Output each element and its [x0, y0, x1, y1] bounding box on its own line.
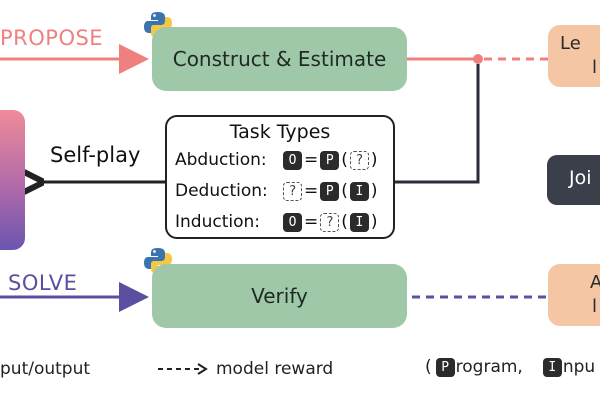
propose-label: PROPOSE [0, 26, 104, 50]
input-key: I [349, 181, 369, 201]
open-paren: ( [341, 212, 348, 232]
learnability-reward-label-line2: l [592, 57, 598, 78]
legend-open-paren: ( [425, 357, 432, 377]
joint-update-box: Joi [547, 155, 600, 205]
legend-input-text: npu [562, 357, 596, 377]
unknown-key: ? [320, 212, 340, 232]
output-key: O [283, 212, 302, 232]
close-paren: ) [370, 181, 378, 201]
accuracy-reward-label-line2: l [592, 296, 598, 317]
learnability-reward-label: Le [560, 33, 581, 54]
equals-sign: = [304, 212, 319, 232]
legend-io-text: put/output [0, 359, 91, 379]
construct-estimate-label: Construct & Estimate [172, 47, 387, 71]
junction-dot [473, 54, 483, 64]
verify-label: Verify [251, 284, 308, 308]
program-key: P [320, 181, 340, 201]
legend-keys: ( P rogram, I npu [425, 357, 595, 377]
accuracy-reward-box: A l [548, 264, 600, 326]
output-key: O [283, 150, 302, 170]
equals-sign: = [304, 150, 319, 170]
accuracy-reward-label: A [590, 272, 600, 293]
unknown-key: ? [349, 150, 369, 170]
close-paren: ) [370, 212, 378, 232]
close-paren: ) [370, 150, 378, 170]
open-paren: ( [341, 150, 348, 170]
input-key: I [349, 212, 369, 232]
task-row-abduction: Abduction: O = P ( ? ) [175, 150, 380, 170]
open-paren: ( [341, 181, 348, 201]
program-key: P [320, 150, 340, 170]
legend-arrow-head [197, 363, 208, 375]
self-play-label: Self-play [50, 143, 141, 167]
legend-reward-text: model reward [216, 359, 334, 379]
legend-program-text: rogram, [455, 357, 523, 377]
task-feedback-line [395, 64, 480, 184]
solve-label: SOLVE [8, 271, 78, 295]
equals-sign: = [304, 181, 319, 201]
task-types-box: Task Types Abduction: O = P ( ? ) Deduct… [165, 115, 395, 239]
task-name: Abduction: [175, 150, 267, 170]
verify-box: Verify [152, 264, 407, 328]
task-name: Induction: [175, 212, 260, 232]
program-key: P [435, 357, 455, 377]
learnability-reward-box: Le l [548, 25, 600, 87]
task-types-title: Task Types [229, 121, 331, 143]
joint-update-label: Joi [569, 167, 592, 189]
task-row-deduction: Deduction: ? = P ( I ) [175, 181, 380, 201]
agent-model-box [0, 110, 25, 250]
unknown-key: ? [283, 181, 302, 201]
task-name: Deduction: [175, 181, 268, 201]
input-key: I [542, 357, 562, 377]
task-row-induction: Induction: O = ? ( I ) [175, 212, 380, 232]
construct-estimate-box: Construct & Estimate [152, 27, 407, 91]
